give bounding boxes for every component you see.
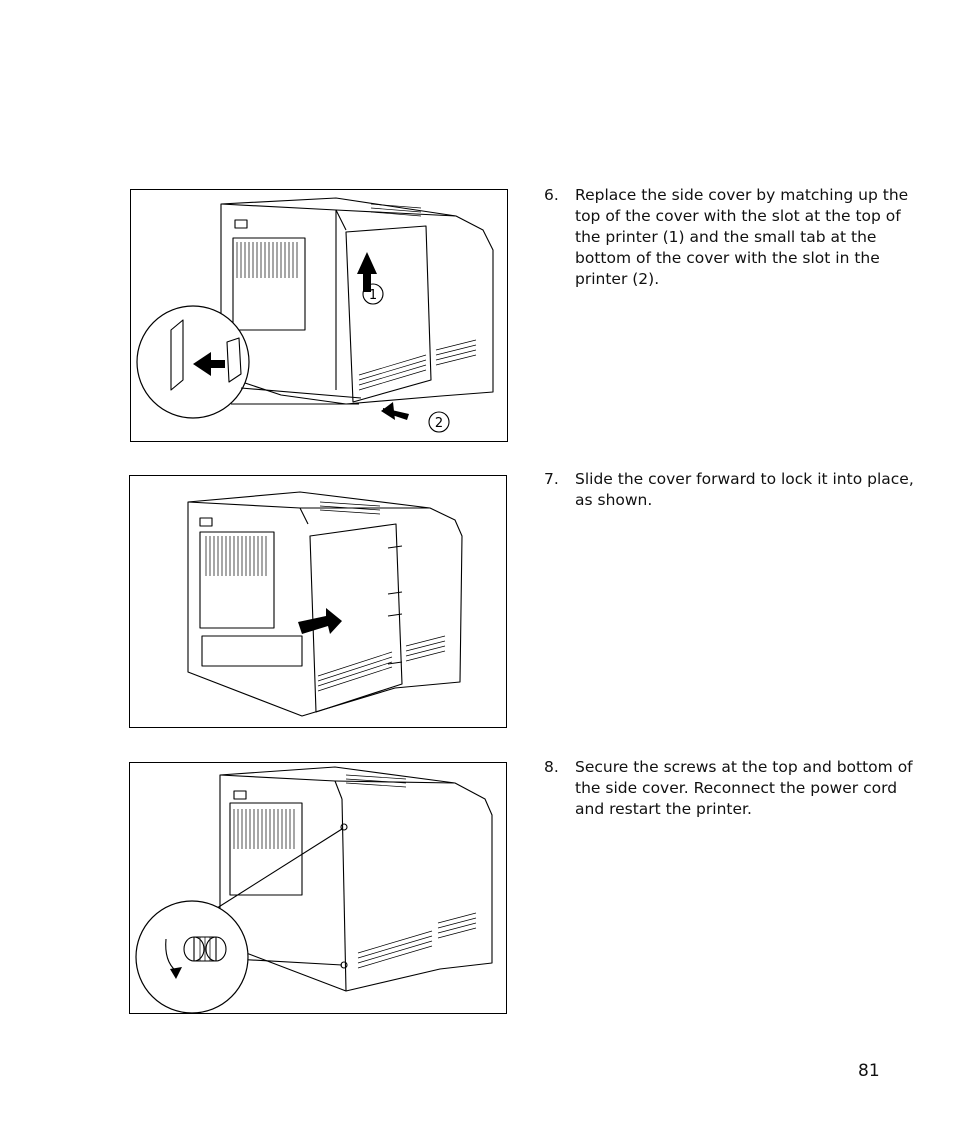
rear-vent-panel	[232, 237, 306, 331]
vent-lines	[236, 242, 298, 278]
rear-vent-panel	[199, 531, 275, 629]
magnified-detail-circle	[135, 900, 249, 1013]
side-cover-vents	[358, 339, 477, 391]
step-number: 8.	[544, 758, 559, 776]
vent-lines	[205, 536, 267, 576]
thumbscrew-icon	[183, 936, 227, 962]
arrow-forward-icon	[298, 608, 342, 634]
callout-circle-2	[428, 411, 450, 433]
step-number: 6.	[544, 186, 559, 204]
step-text: Replace the side cover by matching up th…	[575, 186, 909, 288]
printer-outline	[219, 766, 493, 992]
printer-outline	[220, 197, 494, 405]
printer-illustration-1: 1 2	[136, 197, 494, 433]
arrow-left-icon	[381, 402, 395, 420]
page-number: 81	[858, 1061, 880, 1081]
step-6: 6. Replace the side cover by matching up…	[544, 185, 924, 290]
callout-label-2: 2	[435, 416, 443, 431]
side-cover-vents	[317, 635, 446, 692]
callout-circle-1	[362, 283, 384, 305]
figure-slide-cover-forward	[129, 475, 507, 728]
top-screw-icon	[340, 823, 348, 831]
side-cover	[309, 523, 403, 713]
step-7: 7. Slide the cover forward to lock it in…	[544, 469, 924, 511]
callout-label-1: 1	[369, 288, 377, 303]
printer-outline	[187, 491, 463, 717]
figure-secure-screws	[129, 762, 507, 1014]
step-8: 8. Secure the screws at the top and bott…	[544, 757, 924, 820]
detail-arrow-icon	[193, 352, 225, 376]
vent-lines	[233, 809, 295, 849]
side-cover	[345, 225, 432, 403]
printer-illustration-2	[187, 491, 463, 717]
top-vents	[370, 203, 422, 217]
rear-vent-panel	[229, 802, 303, 896]
cover-lock-marks	[387, 545, 403, 665]
magnified-detail-circle	[136, 305, 250, 419]
step-text: Secure the screws at the top and bottom …	[575, 758, 913, 818]
arrow-up-icon	[357, 252, 377, 292]
printer-illustration-3	[135, 766, 493, 1013]
side-vents	[357, 912, 477, 969]
step-text: Slide the cover forward to lock it into …	[575, 470, 914, 509]
step-number: 7.	[544, 470, 559, 488]
top-vents	[319, 501, 381, 515]
top-vents	[345, 774, 407, 788]
figure-replace-side-cover: 1 2	[130, 189, 508, 442]
